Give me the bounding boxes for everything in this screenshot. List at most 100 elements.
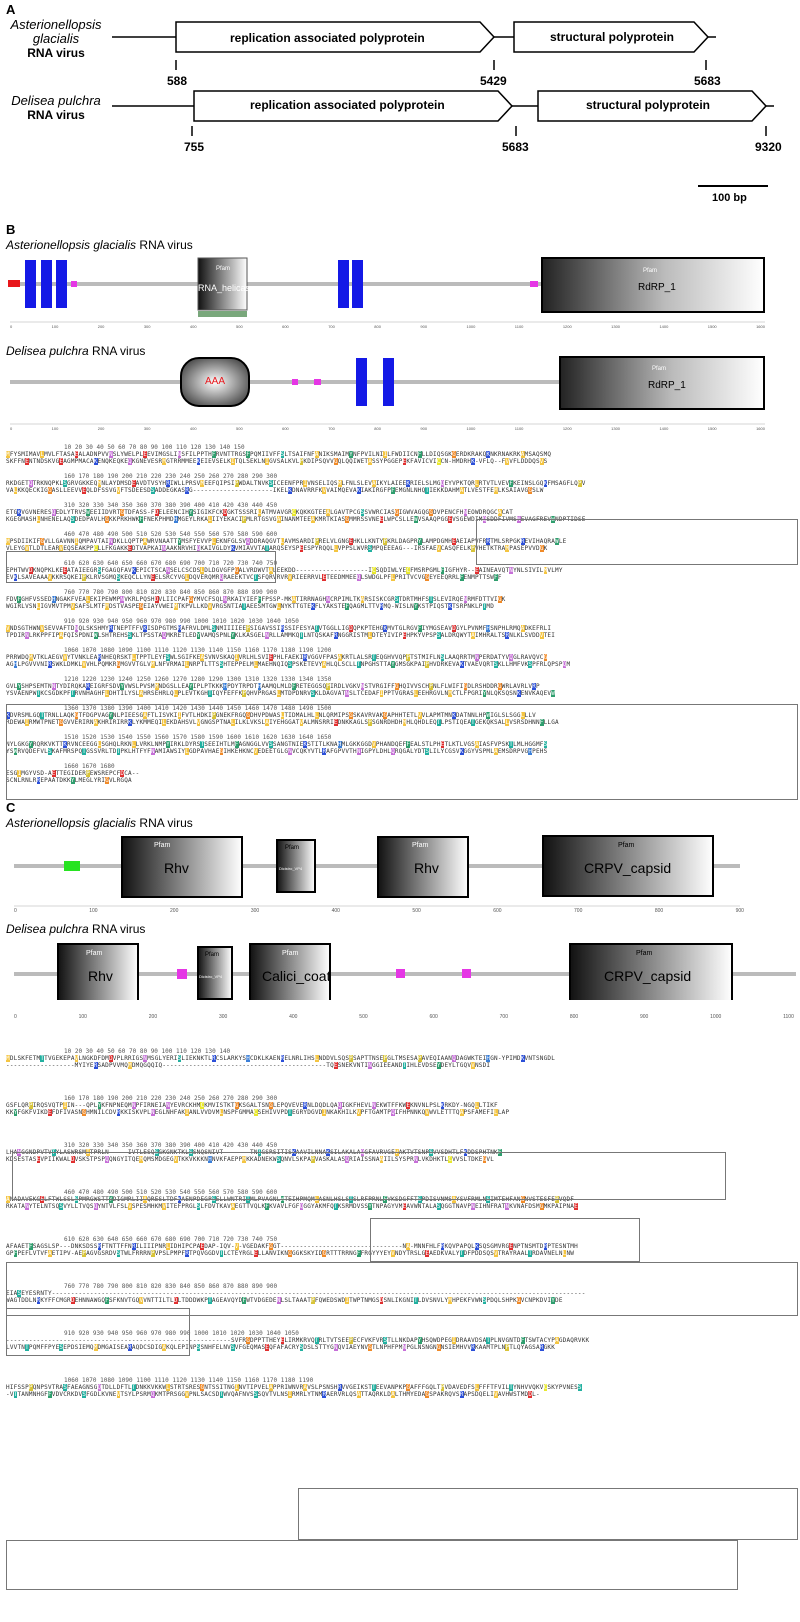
alignment-sequence: SCNLRNLRREPAATDKKYLMEGLYRIGVLRGQA <box>6 777 132 784</box>
panel-c-label: C <box>6 800 16 815</box>
axis-tick: 1500 <box>707 426 717 431</box>
panel-c-dp-title: Delisea pulchra RNA virus <box>6 922 145 936</box>
alignment-sequence: NYLGKGYRQRKVKTTKRVNCEEGGLSGHQLRKNLLVRKLN… <box>6 741 548 748</box>
axis-tick: 800 <box>654 908 664 914</box>
alignment-ruler: 760 770 780 790 800 810 820 830 840 850 … <box>64 589 278 596</box>
alignment-ruler: 310 320 330 340 350 360 370 380 390 400 … <box>64 1142 278 1149</box>
axis-tick: 100 <box>51 426 59 431</box>
alignment-sequence: WAGTDDLNRKYFFCMGRDEHNNAWGQFSFKNVTGQVVNTT… <box>6 1297 563 1304</box>
axis-tick: 1300 <box>611 324 621 329</box>
axis-tick: 900 <box>420 324 428 329</box>
alignment-sequence: GPFPEFLVTVFAETIPV-AEPAGVGSRDVSTWLFRRRNPV… <box>6 1250 575 1257</box>
axis-tick: 700 <box>574 908 583 914</box>
pc-dp-d4-pfam: Pfam <box>636 950 653 957</box>
pc-ag-d1-name: Rhv <box>164 860 189 876</box>
alignment-sequence: AGHLPGVVVNIRSWKLDMKLVVHLPQMKRGMGVVTGLVML… <box>6 661 571 668</box>
axis-tick: 600 <box>282 426 289 431</box>
axis-tick: 1400 <box>659 324 669 329</box>
axis-tick: 700 <box>328 324 335 329</box>
axis-tick: 700 <box>499 1014 508 1020</box>
species-sub: RNA virus <box>27 46 85 60</box>
alignment-ruler: 160 170 180 190 200 210 220 230 240 250 … <box>64 1095 278 1102</box>
axis-tick: 500 <box>236 324 243 329</box>
axis-tick: 900 <box>420 426 428 431</box>
alignment-sequence: VLEYGVTLDTLEARVEQSEAKPPCLLFKGAKKEDTVAPKA… <box>6 545 548 552</box>
axis-tick: 600 <box>282 324 289 329</box>
pc-ag-d3-pfam: Pfam <box>412 842 429 849</box>
panel-b-box-3 <box>6 704 798 800</box>
species-sub: RNA virus <box>27 108 85 122</box>
pc-dp-axis: 0 100 200 300 400 500 600 700 800 900 10… <box>14 1014 794 1022</box>
alignment-sequence: HIFSSPPQNPSVTRASFAEAGNSGQTDLLDFTLTDNKKVK… <box>6 1384 582 1391</box>
axis-tick: 300 <box>218 1014 228 1020</box>
panel-b-label: B <box>6 222 16 237</box>
alignment-sequence: YSVAENPWTKCSGDKPFTRVNHAGHFLDHTILYSLAHRSE… <box>6 690 555 697</box>
panel-c-box-2 <box>370 1218 640 1262</box>
panel-c-box-1 <box>12 1152 726 1200</box>
axis-tick: 400 <box>189 426 197 431</box>
panel-a-label: A <box>6 2 16 17</box>
pc-ag-d3-name: Rhv <box>414 860 439 876</box>
alignment-sequence: VALKKQECKIGGASLLEEVVEQLDFSSVGVFTSDEESDSA… <box>6 487 544 494</box>
alignment-ruler: 160 170 180 190 200 210 220 230 240 250 … <box>64 473 278 480</box>
axis-tick: 1600 <box>756 324 765 329</box>
alignment-sequence: WGIRLVSNLIGVMVTPMVSAFSLMTFMDSTVASPEGEIAY… <box>6 603 494 610</box>
axis-tick: 100 <box>78 1014 87 1020</box>
ag-green-segment <box>64 861 80 871</box>
pc-ag-d1-pfam: Pfam <box>154 842 171 849</box>
axis-tick: 600 <box>493 908 502 914</box>
axis-tick: 300 <box>143 324 151 329</box>
alignment-ruler: 1060 1070 1080 1090 1100 1110 1120 1130 … <box>64 1377 314 1384</box>
pc-dp-d3-pfam: Pfam <box>282 950 299 957</box>
ag-pos-mid: 5429 <box>480 74 507 88</box>
axis-tick: 500 <box>236 426 243 431</box>
dp-pos-end: 9320 <box>755 140 782 154</box>
alignment-sequence: GVLYSHPSEMTNNTYDIRQKAREIGRFSDVYVWSLPVSMM… <box>6 683 540 690</box>
alignment-ruler: 10 20 30 40 50 60 70 80 90 100 110 120 1… <box>64 1048 231 1055</box>
panel-c-ag-suffix: RNA virus <box>136 816 193 830</box>
axis-tick: 800 <box>569 1014 579 1020</box>
dp-pos-start: 755 <box>184 140 205 154</box>
alignment-ruler: 460 470 480 490 500 510 520 530 540 550 … <box>64 531 278 538</box>
alignment-ruler: 1210 1220 1230 1240 1250 1260 1270 1280 … <box>64 676 332 683</box>
axis-tick: 800 <box>374 324 381 329</box>
alignment-sequence: AFAAETFSAGSLSP---DNKSDSSRFTNTTFFNRILIIIP… <box>6 1243 578 1250</box>
axis-tick: 400 <box>331 908 340 914</box>
alignment-sequence: ------------------MYIYERSADPVVMQMDMQGQQI… <box>6 1062 491 1069</box>
pc-dp-d1-pfam: Pfam <box>86 950 103 957</box>
ag-axis: 0 100 200 300 400 500 600 700 800 900 10… <box>10 324 765 332</box>
panel-b-ag-suffix: RNA virus <box>136 238 193 252</box>
alignment-sequence: -VTTANMNHGFFVDVCRKDVSFGDLKVNEVTSYLPSRMQK… <box>6 1391 540 1398</box>
alignment-ruler: 760 770 780 790 800 810 820 830 840 850 … <box>64 1283 278 1290</box>
panel-c-ag-title: Asterionellopsis glacialis RNA virus <box>6 816 193 830</box>
axis-tick: 100 <box>51 324 59 329</box>
ag-helicase-domain <box>197 257 248 311</box>
panel-b-dp-title: Delisea pulchra RNA virus <box>6 344 145 358</box>
scale-label: 100 bp <box>712 192 747 204</box>
panel-b-box-1 <box>476 519 798 565</box>
axis-tick: 300 <box>250 908 260 914</box>
pc-dp-d4-name: CRPV_capsid <box>604 968 692 984</box>
axis-tick: 200 <box>170 908 179 914</box>
genome-a-species-ag: Asterionellopsis glacialis RNA virus <box>2 18 110 61</box>
ag-orf1-arrow <box>175 21 496 53</box>
alignment-sequence: ETGKVGVNERESQEDLYTRVSWEEIIDVRTGTDFASS-FD… <box>6 509 514 516</box>
ag-orf2-label: structural polyprotein <box>550 30 675 44</box>
axis-tick: 1000 <box>466 324 476 329</box>
ag-red-segment <box>8 280 20 287</box>
axis-tick: 800 <box>374 426 381 431</box>
axis-tick: 400 <box>189 324 197 329</box>
panel-b-alignment: 10 20 30 40 50 60 70 80 90 100 110 120 1… <box>6 444 796 796</box>
axis-tick: 1100 <box>514 324 524 329</box>
ag-orf2-arrow <box>513 21 710 53</box>
panel-c-box-4 <box>6 1308 190 1356</box>
alignment-sequence: TPDIRNLRKPPFIPAFQISPDNIWLSHTREHSSKLTPSST… <box>6 632 555 639</box>
alignment-sequence: EIASEYESRNTY----------------------------… <box>6 1290 586 1297</box>
axis-tick: 500 <box>412 908 421 914</box>
pc-dp-d2-name: Dicistro_VP4 <box>199 974 223 979</box>
axis-tick: 1000 <box>466 426 476 431</box>
pc-ag-axis: 0 100 200 300 400 500 600 700 800 900 <box>14 908 744 916</box>
alignment-ruler: 1660 1670 1680 <box>64 763 115 770</box>
alignment-ruler: 310 320 330 340 350 360 370 380 390 400 … <box>64 502 278 509</box>
ag-rdrp-pfam: Pfam <box>643 268 658 274</box>
